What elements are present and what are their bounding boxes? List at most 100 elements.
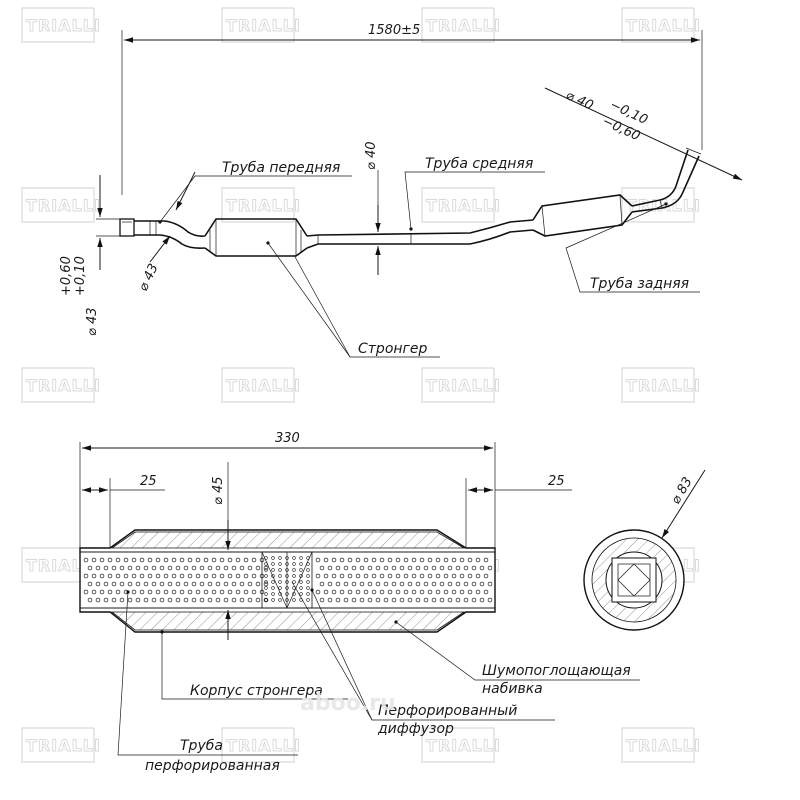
perforation-hole <box>451 573 457 579</box>
diffuser-hole <box>264 586 268 590</box>
perforation-hole <box>211 573 217 579</box>
perforation-hole <box>319 581 325 587</box>
diffuser-hole <box>271 562 275 566</box>
perforation-hole <box>195 589 201 595</box>
perforation-hole <box>483 557 489 563</box>
diffuser-hole <box>292 562 296 566</box>
diffuser-hole <box>292 598 296 602</box>
perforation-hole <box>331 573 337 579</box>
watermark-frame <box>21 187 95 223</box>
exhaust-pipe-assembly <box>119 147 702 257</box>
perforation-hole <box>247 581 253 587</box>
perforation-hole <box>439 581 445 587</box>
perforation-hole <box>191 597 197 603</box>
perforation-hole <box>327 581 333 587</box>
perforation-hole <box>431 565 437 571</box>
watermark-brand: TRIALLI <box>226 16 301 35</box>
perforation-hole <box>463 565 469 571</box>
perforation-hole <box>431 581 437 587</box>
perforation-hole <box>379 573 385 579</box>
perforation-hole <box>247 565 253 571</box>
perforation-hole <box>471 565 477 571</box>
watermark-brand: TRIALLI <box>26 376 101 395</box>
perforation-hole <box>431 597 437 603</box>
perforation-hole <box>351 597 357 603</box>
perforation-hole <box>251 573 257 579</box>
perforation-hole <box>343 565 349 571</box>
perforation-hole <box>187 589 193 595</box>
perforation-hole <box>227 589 233 595</box>
perforation-hole <box>407 565 413 571</box>
perforation-hole <box>87 581 93 587</box>
diffuser-hole <box>271 598 275 602</box>
perforation-hole <box>179 573 185 579</box>
perforation-hole <box>427 589 433 595</box>
perforation-hole <box>319 597 325 603</box>
diffuser-hole <box>278 556 282 560</box>
perforation-hole <box>459 589 465 595</box>
perforation-hole <box>151 581 157 587</box>
perforation-hole <box>399 565 405 571</box>
perforation-hole <box>423 597 429 603</box>
perforation-hole <box>95 565 101 571</box>
perforation-hole <box>391 565 397 571</box>
watermark-brand: TRIALLI <box>226 736 301 755</box>
perforation-hole <box>415 581 421 587</box>
perforation-hole <box>167 565 173 571</box>
watermark-brand: TRIALLI <box>26 196 101 215</box>
perforation-hole <box>383 597 389 603</box>
watermark-brand: TRIALLI <box>26 16 101 35</box>
perforation-hole <box>187 557 193 563</box>
perforation-hole <box>99 589 105 595</box>
end-view <box>583 529 685 631</box>
diffuser-hole <box>278 562 282 566</box>
perforation-hole <box>235 589 241 595</box>
perforation-hole <box>255 597 261 603</box>
perforation-hole <box>143 581 149 587</box>
perforation-hole <box>435 589 441 595</box>
perforation-hole <box>455 597 461 603</box>
label-absorbing-fill-1: Шумопоглощающая <box>482 663 631 679</box>
perforation-hole <box>215 565 221 571</box>
perforation-hole <box>351 581 357 587</box>
watermark-brand: TRIALLI <box>626 736 701 755</box>
perforation-holes <box>83 556 493 603</box>
watermark-brand: TRIALLI <box>426 16 501 35</box>
perforation-hole <box>479 597 485 603</box>
perforation-hole <box>131 557 137 563</box>
watermark-brand: TRIALLI <box>426 196 501 215</box>
stronger-body-section <box>79 529 496 633</box>
perforation-hole <box>187 573 193 579</box>
perforation-hole <box>215 581 221 587</box>
perforation-hole <box>363 589 369 595</box>
perforation-hole <box>483 589 489 595</box>
perforation-hole <box>371 557 377 563</box>
perforation-hole <box>227 573 233 579</box>
perforation-hole <box>151 597 157 603</box>
perforation-hole <box>239 581 245 587</box>
perforation-hole <box>315 573 321 579</box>
watermark-brand: TRIALLI <box>426 376 501 395</box>
perforation-hole <box>487 581 493 587</box>
perforation-hole <box>119 597 125 603</box>
perforation-hole <box>371 589 377 595</box>
watermark-frame <box>21 7 95 43</box>
perforation-hole <box>351 565 357 571</box>
perforation-hole <box>83 573 89 579</box>
stronger-length: 330 <box>275 431 300 446</box>
perforation-hole <box>179 589 185 595</box>
perforation-hole <box>175 597 181 603</box>
perforation-hole <box>367 597 373 603</box>
watermark-frame <box>221 727 295 763</box>
perforation-hole <box>91 573 97 579</box>
perforation-hole <box>159 581 165 587</box>
perforation-hole <box>131 573 137 579</box>
perforation-hole <box>207 597 213 603</box>
perforation-hole <box>199 565 205 571</box>
perforation-hole <box>235 573 241 579</box>
perforation-hole <box>203 589 209 595</box>
perforation-hole <box>415 597 421 603</box>
perforation-hole <box>199 581 205 587</box>
perforation-hole <box>455 565 461 571</box>
